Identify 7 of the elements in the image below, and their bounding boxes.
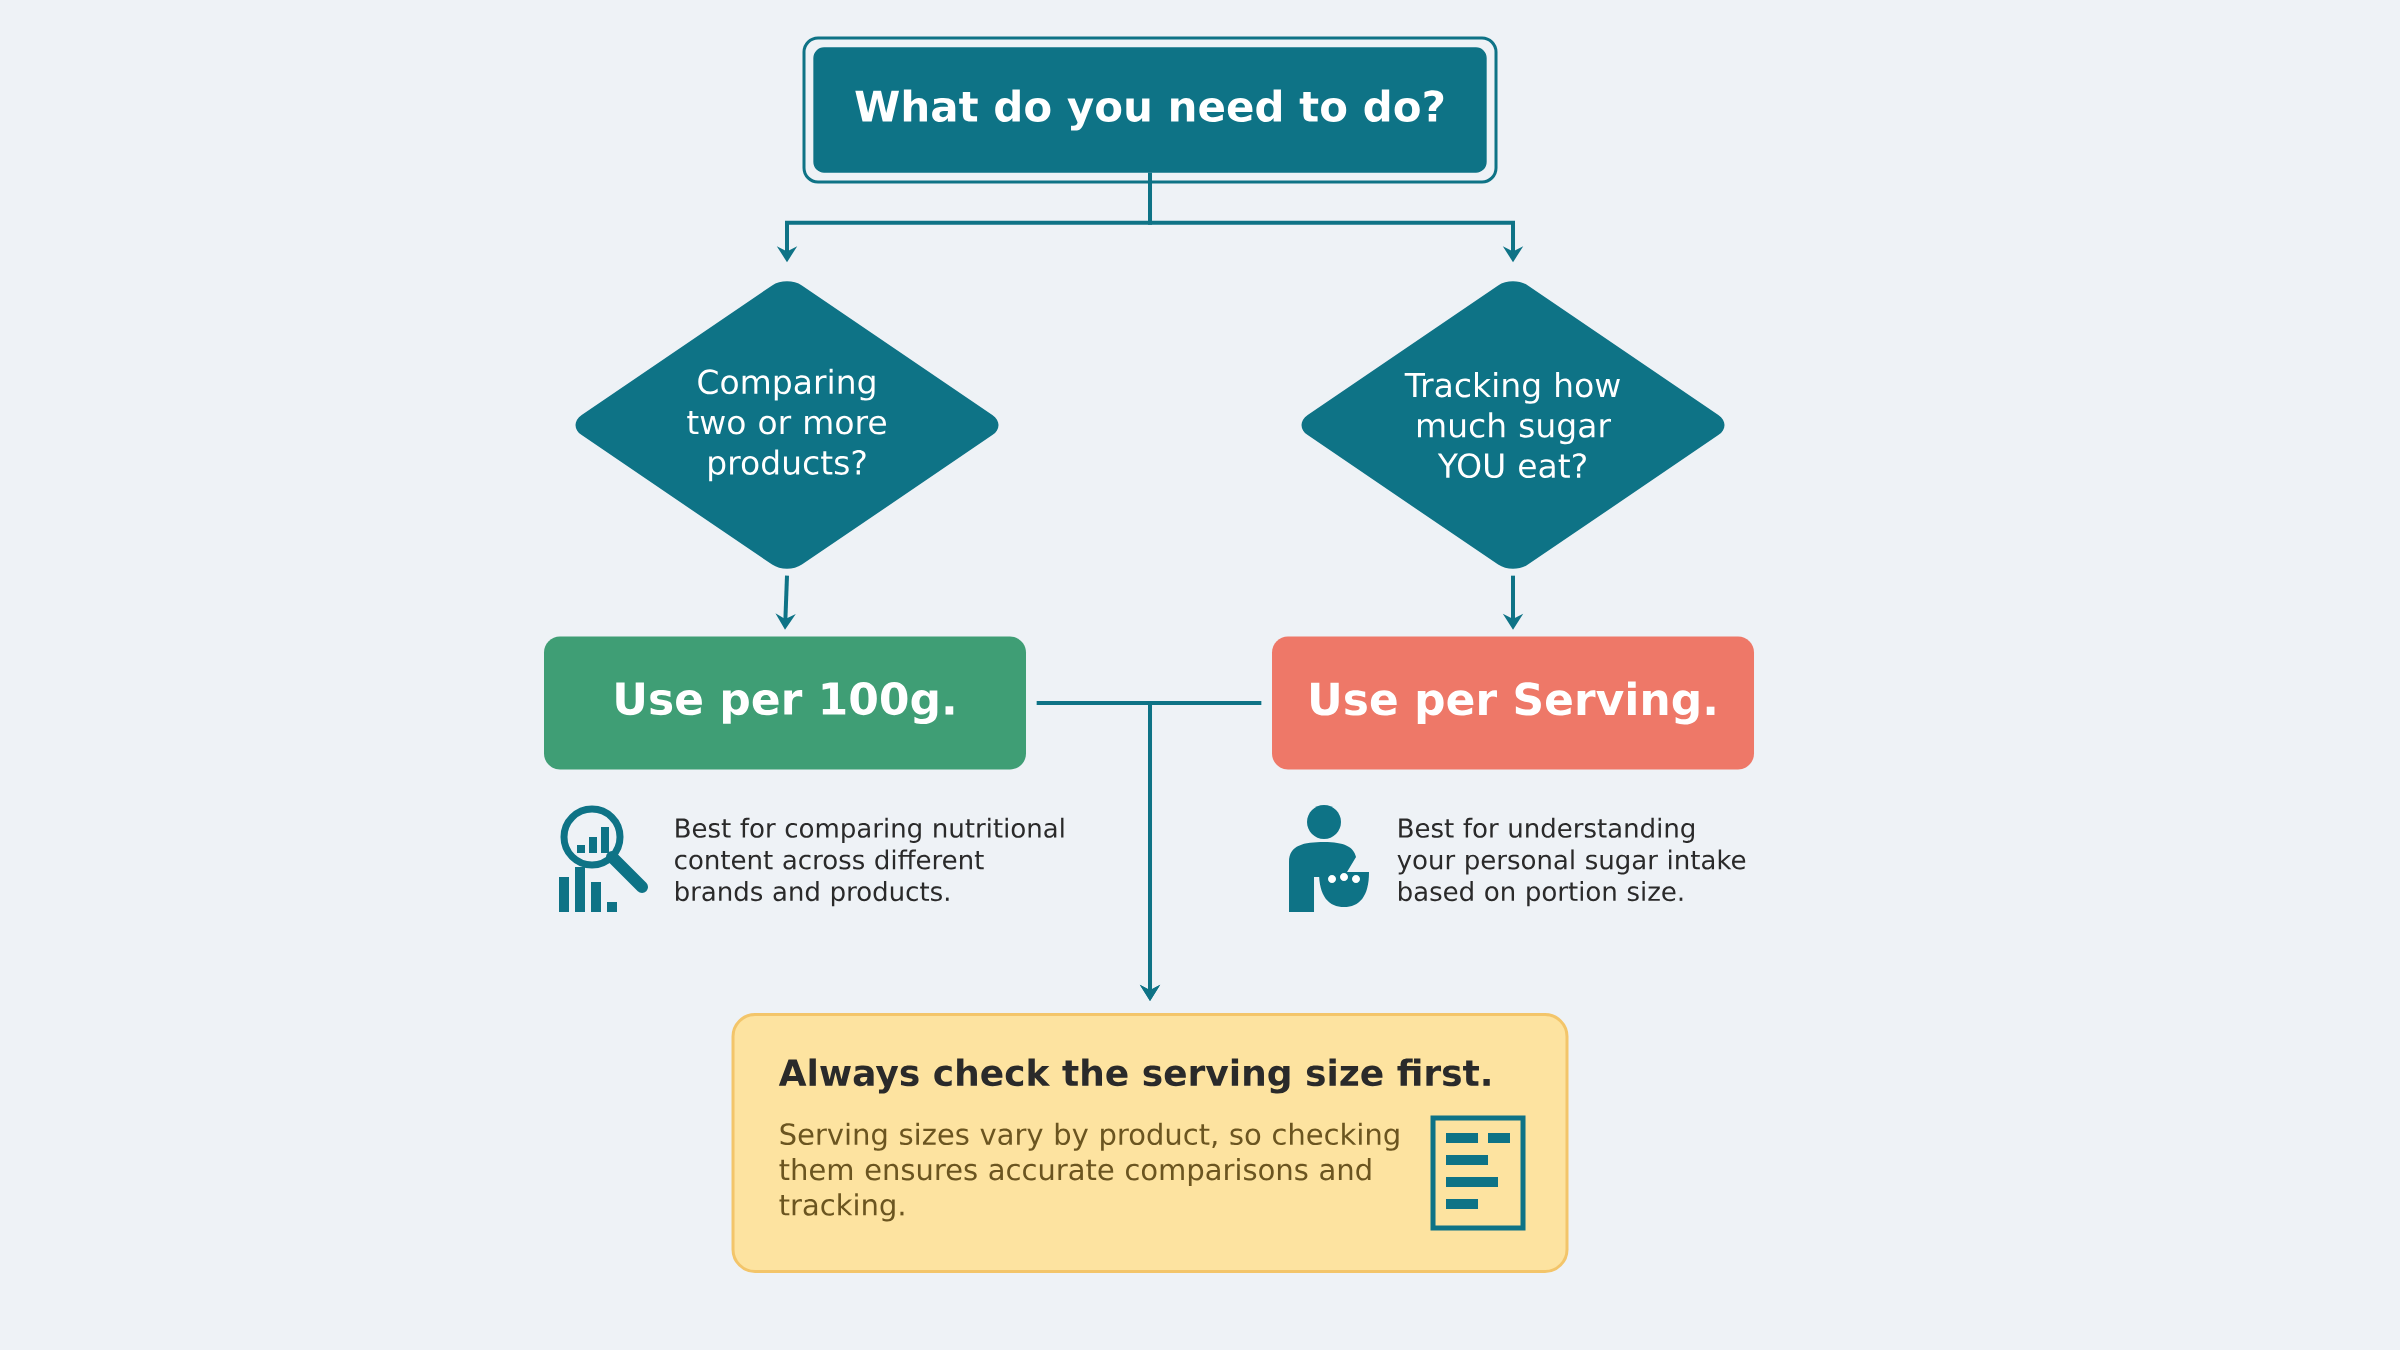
note-heading: Always check the serving size first.: [778, 1058, 1490, 1094]
description-text: Best for understanding your personal sugar intake based on portion size.: [1397, 817, 1746, 907]
question-box: What do you need to do?: [802, 36, 1498, 184]
result-box: Use per Serving.: [1272, 636, 1754, 770]
description-text: Best for comparing nutritional content across different brands and products.: [675, 817, 1064, 907]
note-text: Serving sizes vary by product, so checking them ensures accurate comparisons and tracking.: [779, 1122, 1399, 1222]
result-box: Use per 100g.: [544, 636, 1026, 770]
